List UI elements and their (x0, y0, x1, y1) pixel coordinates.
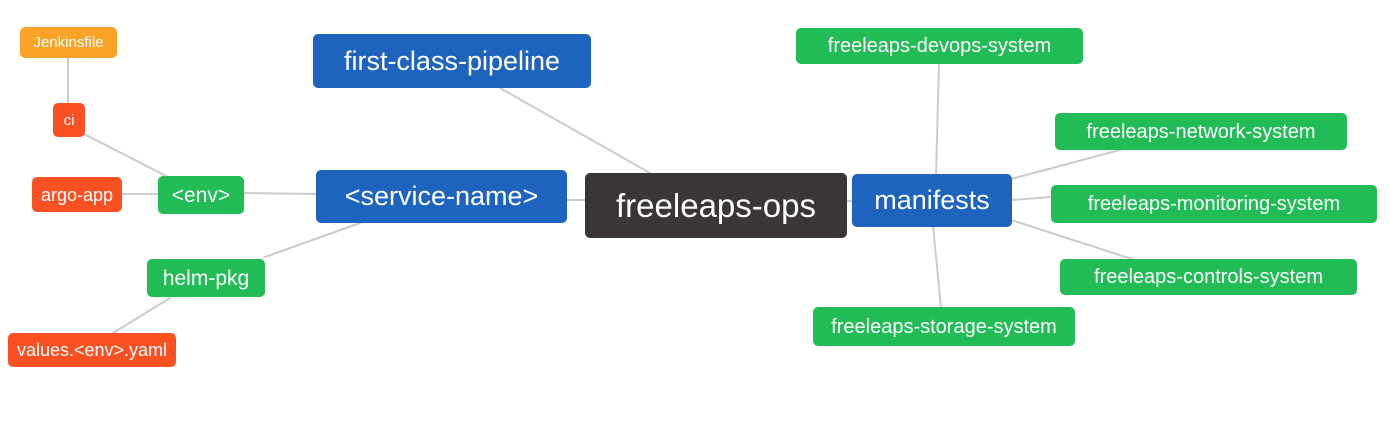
node-helm-pkg[interactable]: helm-pkg (147, 259, 265, 297)
node-freeleaps-controls-system[interactable]: freeleaps-controls-system (1060, 259, 1357, 295)
node-first-class-pipeline[interactable]: first-class-pipeline (313, 34, 591, 88)
node-label: Jenkinsfile (33, 34, 104, 51)
node-service-name[interactable]: <service-name> (316, 170, 567, 223)
node-values-env-yaml[interactable]: values.<env>.yaml (8, 333, 176, 367)
node-label: freeleaps-monitoring-system (1087, 193, 1341, 215)
edge-manifests--freeleaps-devops-system (935, 63, 940, 176)
node-jenkinsfile[interactable]: Jenkinsfile (20, 27, 117, 58)
edge-manifests--freeleaps-network-system (1010, 149, 1121, 180)
edge-manifests--freeleaps-controls-system (1010, 219, 1136, 261)
node-label: values.<env>.yaml (16, 340, 168, 360)
node-label: ci (63, 111, 75, 129)
node-freeleaps-monitoring-system[interactable]: freeleaps-monitoring-system (1051, 185, 1377, 223)
node-label: <env> (171, 183, 231, 207)
node-freeleaps-storage-system[interactable]: freeleaps-storage-system (813, 307, 1075, 346)
edge-env--service-name (242, 192, 318, 195)
edge-manifests--freeleaps-storage-system (932, 225, 942, 309)
node-label: helm-pkg (162, 266, 250, 290)
node-label: manifests (874, 185, 990, 215)
node-label: <service-name> (344, 181, 539, 211)
node-label: freeleaps-ops (616, 187, 816, 224)
node-label: argo-app (40, 184, 114, 205)
node-freeleaps-network-system[interactable]: freeleaps-network-system (1055, 113, 1347, 150)
node-freeleaps-devops-system[interactable]: freeleaps-devops-system (796, 28, 1083, 64)
node-argo-app[interactable]: argo-app (32, 177, 122, 212)
edge-first-class-pipeline--freeleaps-ops (499, 87, 651, 174)
edge-values-env-yaml--helm-pkg (112, 297, 171, 334)
node-ci[interactable]: ci (53, 103, 85, 137)
node-label: freeleaps-controls-system (1094, 266, 1323, 288)
node-env[interactable]: <env> (158, 176, 244, 214)
node-freeleaps-ops[interactable]: freeleaps-ops (585, 173, 847, 238)
edge-helm-pkg--service-name (264, 222, 361, 258)
node-manifests[interactable]: manifests (852, 174, 1012, 227)
node-label: freeleaps-devops-system (827, 35, 1052, 57)
edge-manifests--freeleaps-monitoring-system (1010, 196, 1053, 201)
edge-ci--env (81, 132, 169, 178)
node-label: freeleaps-network-system (1086, 120, 1316, 143)
node-label: freeleaps-storage-system (831, 315, 1057, 338)
node-label: first-class-pipeline (343, 45, 561, 76)
